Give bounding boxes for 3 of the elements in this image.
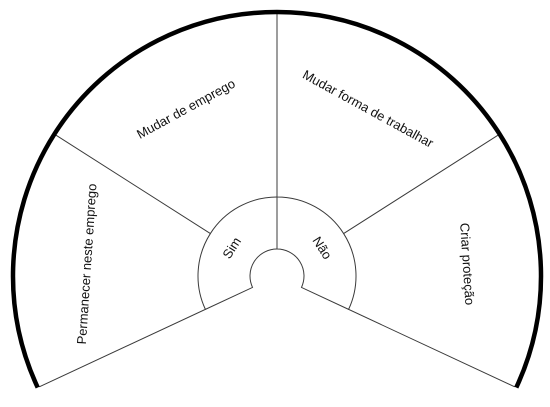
- sector-label: Sim: [220, 234, 245, 262]
- sector-label: Criar proteção: [456, 222, 478, 306]
- sector-label: Permanecer neste emprego: [74, 182, 100, 344]
